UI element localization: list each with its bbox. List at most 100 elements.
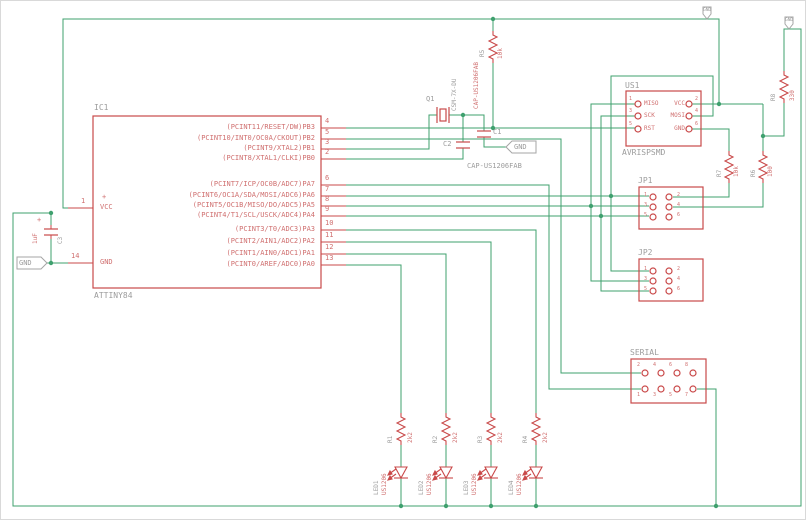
ic1-pin-label: (PCINT2/AIN1/ADC2)PA2: [226, 237, 315, 245]
us1-pin-label: MISO: [644, 100, 659, 107]
us1-pin-number: 4: [695, 108, 699, 114]
q1-ref-label: Q1: [426, 95, 435, 103]
ic1-pin-number: 4: [325, 117, 330, 125]
ic1-pin-label: (PCINT3/T0/ADC3)PA3: [234, 225, 315, 233]
us1-value-label: AVRISPSMD: [622, 148, 666, 157]
r1-symbol: [395, 413, 407, 445]
led-ref-label: LED2: [418, 480, 425, 495]
led-ref-label: LED1: [373, 480, 380, 495]
resistor-value-label: 2k2: [407, 432, 414, 443]
ic1-pin-number: 5: [325, 128, 330, 136]
led-value-label: US1206: [426, 473, 433, 495]
ic1-pin-label: (PCINT1/AIN0/ADC1)PA1: [226, 249, 315, 257]
jp2-ref-label: JP2: [638, 248, 653, 257]
r6-value-label: 100: [767, 166, 774, 177]
gnd-flag-label: GND: [514, 143, 527, 151]
serial-header-symbol[interactable]: [630, 358, 707, 404]
ic1-pin-number: 14: [71, 252, 80, 260]
resistor-symbols[interactable]: [395, 31, 790, 445]
us1-pin-label: SCK: [644, 112, 655, 119]
jp1-ref-label: JP1: [638, 176, 653, 185]
c1-ref-label: C1: [493, 128, 502, 136]
r8-symbol: [778, 71, 790, 103]
us1-pin-number: 6: [695, 121, 699, 127]
ic1-pin-label: (PCINT9/XTAL2)PB1: [243, 144, 315, 152]
led-value-label: US1206: [471, 473, 478, 495]
c3-symbol[interactable]: [44, 225, 58, 239]
resistor-value-label: 2k2: [452, 432, 459, 443]
r5-ref-label: R5: [479, 49, 486, 57]
ic1-pin-label: (PCINT4/T1/SCL/USCK/ADC4)PA4: [196, 211, 315, 219]
ic1-pin-label: (PCINT6/OC1A/SDA/MOSI/ADC6)PA6: [188, 191, 315, 199]
jp2-pin-number: 6: [677, 286, 681, 292]
r7-ref-label: R7: [716, 169, 723, 177]
led-ref-label: LED3: [463, 480, 470, 495]
net-wires[interactable]: [12, 18, 802, 507]
resistor-value-label: 2k2: [497, 432, 504, 443]
ic1-pin-label: (PCINT11/RESET/DW)PB3: [226, 123, 315, 131]
us1-ref-label: US1: [625, 81, 640, 90]
ic1-pin-number: 8: [325, 195, 330, 203]
us1-pin-label: GND: [674, 125, 685, 132]
ic1-vcc-pin-label: VCC: [100, 203, 113, 211]
gnd-flag-label: GND: [785, 17, 794, 23]
gnd-flag-top-a: [702, 6, 712, 20]
jp1-pin-number: 2: [677, 192, 681, 198]
serial-ref-label: SERIAL: [630, 348, 659, 357]
jp2-pin-number: 5: [644, 286, 648, 292]
serial-pin-number: 3: [653, 392, 657, 398]
r6-ref-label: R6: [750, 169, 757, 177]
c3-value-label: 1uF: [32, 233, 39, 244]
us1-pin-number: 3: [629, 108, 633, 114]
resistor-ref-label: R2: [432, 435, 439, 443]
r5-symbol: [487, 31, 499, 63]
c1-value-label: CAP-US1206FAB: [473, 62, 480, 109]
ic1-symbol[interactable]: [68, 115, 346, 289]
us1-pin-label: VCC: [674, 100, 685, 107]
c2-symbol[interactable]: [456, 141, 470, 149]
c3-ref-label: C3: [57, 236, 64, 244]
gnd-flag-label: GND: [19, 259, 32, 267]
ic1-pin-number: 1: [81, 197, 86, 205]
us1-pin-label: MOSI: [670, 112, 685, 119]
r3-symbol: [485, 413, 497, 445]
ic1-pin-number: 7: [325, 185, 330, 193]
c3-plus: +: [37, 216, 42, 224]
us1-pin-number: 2: [695, 96, 699, 102]
ic1-ref-label: IC1: [94, 103, 109, 112]
ic1-pin-label: (PCINT10/INT0/OC0A/CKOUT)PB2: [196, 134, 315, 142]
gnd-flags[interactable]: [16, 6, 794, 270]
resistor-ref-label: R1: [387, 435, 394, 443]
ic1-pin-number: 10: [325, 219, 334, 227]
gnd-flag-mid: [505, 140, 537, 154]
gnd-flag-label: GND: [703, 7, 712, 13]
serial-pin-number: 5: [669, 392, 673, 398]
ic1-pin-number: 3: [325, 138, 330, 146]
ic1-pin-label: (PCINT8/XTAL1/CLKI)PB0: [222, 154, 315, 162]
ic1-vcc-plus: +: [102, 193, 107, 201]
us1-pin-label: RST: [644, 125, 655, 132]
led-symbols[interactable]: [386, 466, 543, 481]
led-value-label: US1206: [516, 473, 523, 495]
ic1-gnd-pin-label: GND: [100, 258, 113, 266]
r8-ref-label: R8: [770, 93, 777, 101]
c1-symbol[interactable]: [477, 130, 491, 138]
serial-pin-number: 7: [685, 392, 689, 398]
ic1-pin-number: 2: [325, 148, 330, 156]
ic1-pin-number: 9: [325, 205, 330, 213]
ic1-pin-number: 6: [325, 174, 330, 182]
jp1-symbol[interactable]: [638, 186, 704, 230]
ic1-pin-label: (PCINT5/OC1B/MISO/DO/ADC5)PA5: [192, 201, 315, 209]
jp2-symbol[interactable]: [638, 258, 704, 302]
r7-symbol: [723, 151, 735, 183]
c2-ref-label: C2: [443, 140, 452, 148]
q1-crystal-symbol[interactable]: [436, 107, 450, 123]
gnd-flag-left: [16, 256, 48, 270]
ic1-pin-number: 12: [325, 243, 334, 251]
resistor-ref-label: R4: [522, 435, 529, 443]
us1-avrisp-symbol[interactable]: [625, 90, 702, 147]
jp1-pin-number: 6: [677, 212, 681, 218]
resistor-value-label: 2k2: [542, 432, 549, 443]
